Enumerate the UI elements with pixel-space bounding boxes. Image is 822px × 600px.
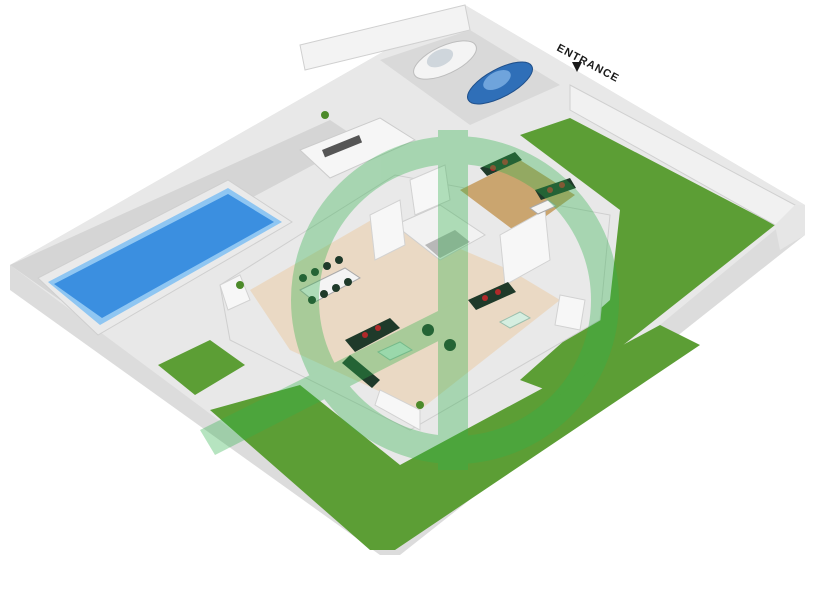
- wood-floor: [460, 160, 575, 235]
- lawn-front: [210, 325, 700, 550]
- dining-table: [299, 256, 361, 304]
- entrance-arrow-icon: [572, 62, 582, 72]
- living-sofa-set: [342, 318, 456, 388]
- watermark-logo: [200, 130, 619, 470]
- majlis-sofa-set: [480, 152, 576, 215]
- plant: [416, 401, 424, 409]
- car-blue: [467, 61, 533, 105]
- stair-core: [394, 204, 486, 261]
- plant: [321, 111, 329, 119]
- villa-ground-floor: [219, 117, 611, 431]
- car-white: [413, 40, 477, 80]
- swimming-pool: [37, 179, 293, 336]
- kitchen-block: [299, 117, 417, 179]
- lawn-small: [158, 340, 245, 395]
- right-wall-end: [775, 205, 805, 250]
- parking-area: [380, 30, 560, 125]
- family-sofa-set: [468, 282, 532, 329]
- plant: [236, 281, 244, 289]
